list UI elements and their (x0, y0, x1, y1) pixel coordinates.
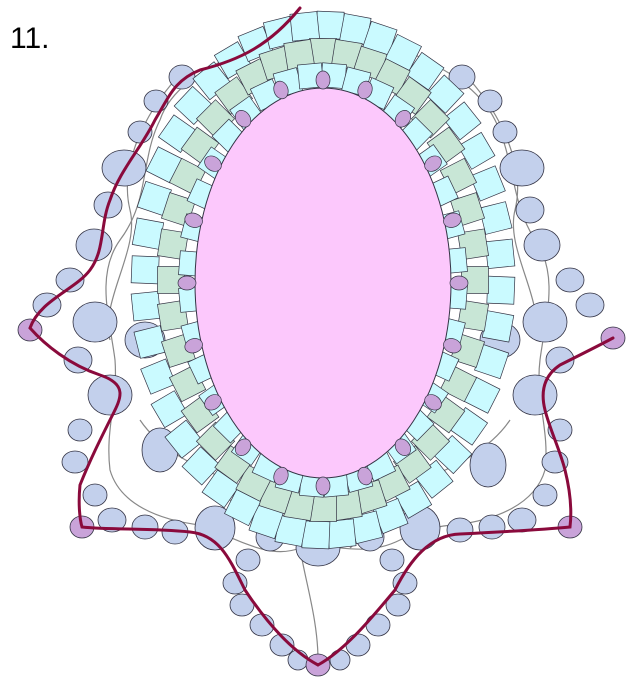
round-bead-0 (169, 65, 195, 89)
edge-bead-5 (450, 276, 468, 290)
round-bead-48 (380, 549, 404, 571)
round-bead-54 (330, 650, 350, 670)
round-bead-13 (83, 484, 107, 506)
round-bead-43 (236, 549, 260, 571)
edge-bead-10 (316, 477, 330, 495)
round-bead-12 (62, 451, 88, 473)
round-bead-44 (223, 572, 247, 594)
round-bead-49 (393, 572, 417, 594)
cube-outer-11 (487, 276, 515, 304)
round-bead-22 (447, 518, 473, 542)
round-bead-30 (523, 302, 567, 342)
edge-bead-15 (178, 276, 196, 290)
round-bead-5 (76, 229, 112, 261)
round-bead-34 (516, 197, 544, 223)
round-bead-28 (513, 375, 557, 415)
cube-outer-10 (485, 239, 515, 269)
round-bead-32 (556, 268, 584, 292)
center-stone (195, 88, 451, 478)
round-bead-8 (73, 302, 117, 342)
round-bead-37 (478, 90, 502, 112)
edge-bead-0 (316, 71, 330, 89)
round-bead-33 (524, 229, 560, 261)
round-bead-40 (470, 443, 506, 487)
cube-outer-0 (316, 11, 344, 39)
cube-outer-22 (302, 521, 330, 549)
round-bead-24 (508, 508, 536, 532)
round-bead-51 (366, 614, 390, 636)
round-bead-35 (500, 150, 544, 186)
round-bead-23 (479, 515, 505, 539)
cube-outer-33 (131, 256, 159, 284)
round-bead-15 (132, 515, 158, 539)
cube-outer-32 (131, 291, 161, 321)
round-bead-31 (576, 293, 604, 317)
round-bead-25 (533, 484, 557, 506)
cube-outer-21 (326, 519, 356, 549)
round-bead-36 (493, 121, 517, 143)
round-bead-52 (346, 634, 370, 656)
round-bead-11 (68, 419, 92, 441)
